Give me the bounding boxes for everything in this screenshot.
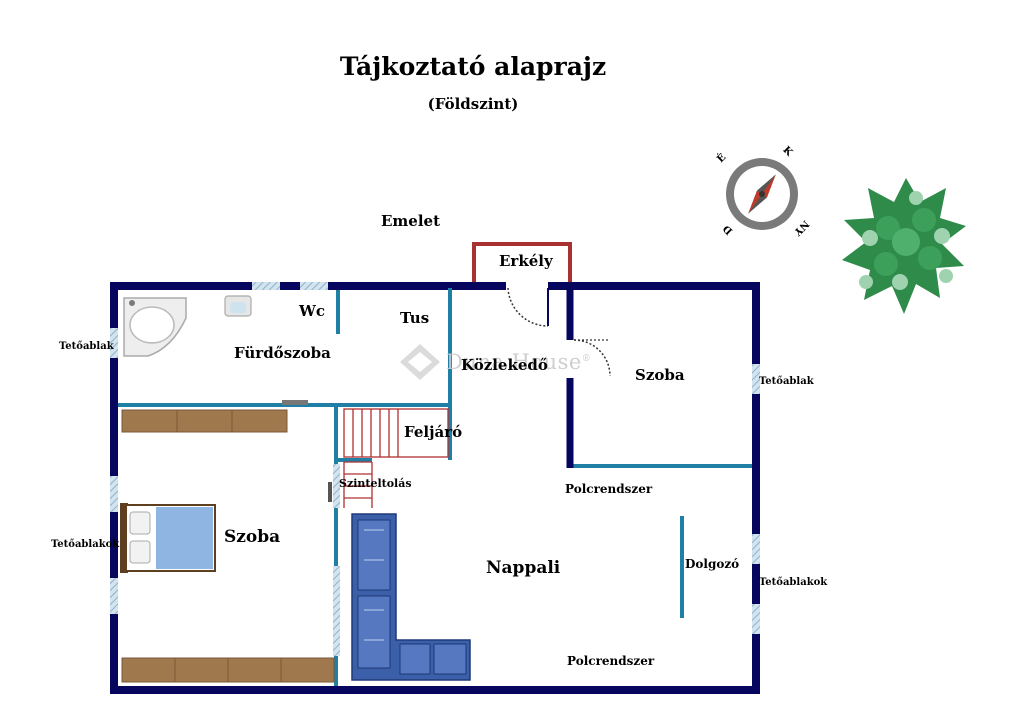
compass [726, 158, 798, 230]
stairs [343, 408, 449, 508]
outer-walls [110, 282, 760, 694]
label-tetoablakok-right: Tetőablakok [759, 577, 828, 588]
label-szinteltolas: Szinteltolás [339, 477, 412, 490]
label-szoba-right: Szoba [635, 366, 685, 384]
page-subtitle: (Földszint) [427, 95, 519, 113]
inner-walls [118, 288, 752, 686]
bathroom-door [282, 400, 308, 405]
balcony-door [506, 282, 549, 327]
windows [110, 282, 760, 634]
label-dolgozo: Dolgozó [685, 557, 740, 571]
label-tetoablakok-left: Tetőablakok [51, 539, 120, 550]
watermark-logo [400, 344, 440, 380]
label-feljaro: Feljáró [404, 423, 463, 441]
label-polcrendszer-top: Polcrendszer [565, 482, 653, 496]
wardrobe-top [121, 409, 288, 433]
sofa [351, 513, 471, 681]
wardrobe-bottom [121, 657, 335, 683]
label-szoba-left: Szoba [224, 527, 281, 547]
plant [842, 178, 966, 314]
label-emelet: Emelet [381, 212, 441, 230]
bathtub [123, 297, 187, 357]
label-nappali: Nappali [486, 558, 561, 578]
sink [224, 295, 252, 317]
bed [120, 503, 216, 573]
page-title: Tájkoztató alaprajz [339, 52, 607, 81]
label-tetoablak-left: Tetőablak [59, 341, 114, 352]
label-polcrendszer-bottom: Polcrendszer [567, 654, 655, 668]
inner-glass [328, 464, 340, 656]
watermark-trademark: ® [581, 354, 592, 364]
watermark: Duna House® [446, 350, 591, 374]
label-tus: Tus [400, 309, 430, 327]
label-tetoablak-right: Tetőablak [759, 376, 814, 387]
label-kozlekedo: Közlekedő [461, 356, 548, 374]
label-furdoszoba: Fürdőszoba [234, 344, 331, 362]
label-wc: Wc [299, 302, 325, 320]
balcony [472, 242, 572, 284]
room-door [566, 339, 611, 378]
watermark-text: Duna House [446, 350, 582, 374]
label-erkely: Erkély [499, 252, 553, 270]
